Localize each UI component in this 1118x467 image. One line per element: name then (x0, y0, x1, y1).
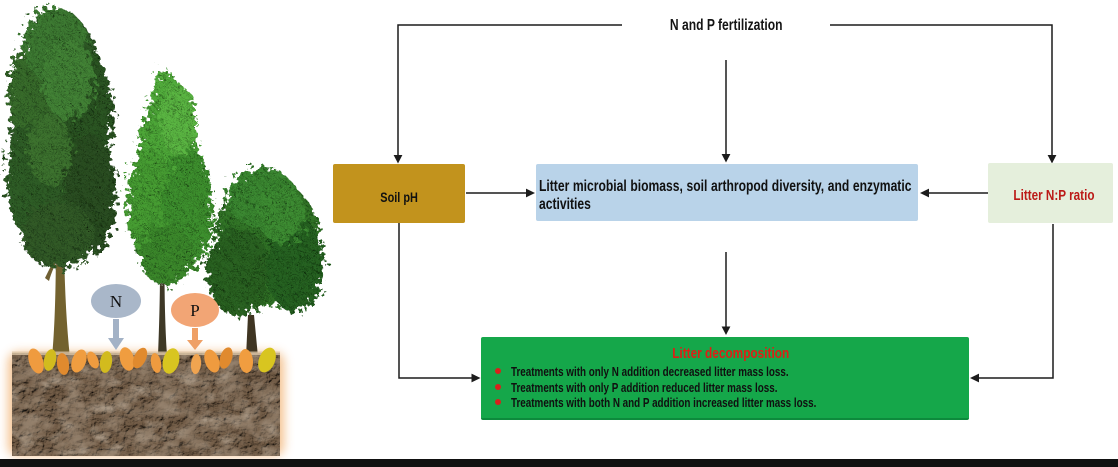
svg-text:P: P (190, 301, 199, 320)
svg-text:N: N (110, 292, 122, 311)
